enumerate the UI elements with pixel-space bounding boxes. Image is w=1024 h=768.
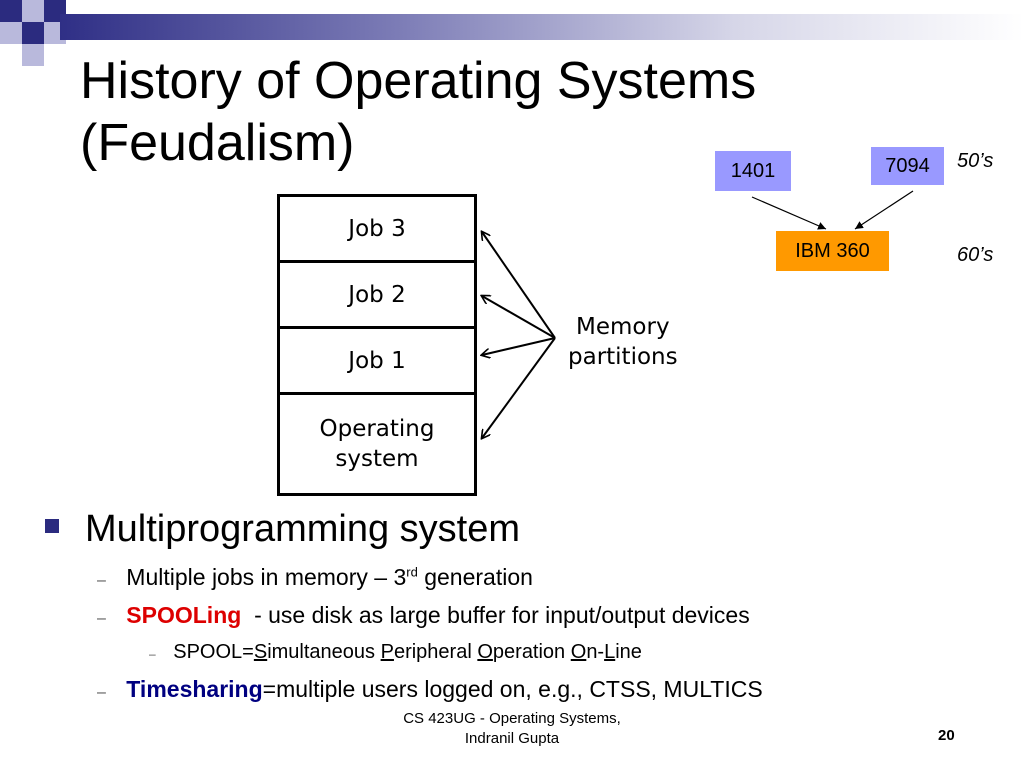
sub3-text: =multiple users logged on, e.g., CTSS, M… <box>262 676 763 702</box>
era-50s: 50’s <box>957 150 994 172</box>
dash-icon: – <box>97 684 106 701</box>
sub1-text: Multiple jobs in memory – 3 <box>126 564 407 590</box>
dash-icon: – <box>97 572 106 589</box>
dash-icon: – <box>149 647 156 661</box>
spool-def-pre: SPOOL= <box>173 641 254 663</box>
spool-word-3: peration <box>492 641 571 663</box>
spooling-term: SPOOLing <box>126 602 242 628</box>
bullet-sub-3: – Timesharing=multiple users logged on, … <box>97 676 763 703</box>
corner-square-4 <box>0 22 22 44</box>
memory-label-line-2: partitions <box>568 344 678 370</box>
memory-label-line-1: Memory <box>576 314 670 340</box>
corner-square-2 <box>22 0 44 22</box>
footer: CS 423UG - Operating Systems, Indranil G… <box>372 709 652 749</box>
underline-o2: O <box>570 641 587 663</box>
footer-line-2: Indranil Gupta <box>464 730 560 747</box>
corner-square-7 <box>22 44 44 66</box>
era-60s: 60’s <box>957 244 994 266</box>
memory-partitions-label: Memory partitions <box>568 312 678 372</box>
square-bullet-icon <box>45 519 59 533</box>
timesharing-term: Timesharing <box>126 676 263 702</box>
partition-operating-system: Operating system <box>280 395 474 493</box>
title-line-1: History of Operating Systems <box>80 52 757 110</box>
arrow-to-os <box>482 337 556 438</box>
box-ibm-360: IBM 360 <box>776 231 889 271</box>
title-line-2: (Feudalism) <box>80 114 355 172</box>
spool-word-1: imultaneous <box>267 641 381 663</box>
sub1-post: generation <box>417 564 533 590</box>
arrow-to-job-2 <box>482 296 556 339</box>
sub2-text: - use disk as large buffer for input/out… <box>241 602 750 628</box>
underline-s: S <box>253 641 268 663</box>
partition-job-2: Job 2 <box>280 263 474 329</box>
underline-o1: O <box>477 641 493 663</box>
box-1401: 1401 <box>715 151 791 191</box>
arrow-7094-to-360 <box>854 190 914 230</box>
corner-square-5 <box>22 22 44 44</box>
sub1-sup: rd <box>406 564 418 580</box>
arrow-to-job-1 <box>482 337 556 355</box>
partition-job-1: Job 1 <box>280 329 474 395</box>
footer-line-1: CS 423UG - Operating Systems, <box>403 710 621 727</box>
bullet-main-text: Multiprogramming system <box>85 508 520 550</box>
arrow-1401-to-360 <box>751 196 827 230</box>
corner-square-1 <box>0 0 22 22</box>
dash-icon: – <box>97 610 106 627</box>
slide-title: History of Operating Systems (Feudalism) <box>80 50 756 174</box>
os-label-line-2: system <box>335 446 419 472</box>
spool-word-5: ine <box>615 641 642 663</box>
memory-diagram: Job 3 Job 2 Job 1 Operating system <box>277 194 477 496</box>
page-number: 20 <box>938 727 955 744</box>
bullet-main: Multiprogramming system <box>45 508 520 551</box>
bullet-sub-1: – Multiple jobs in memory – 3rd generati… <box>97 564 533 591</box>
os-label-line-1: Operating <box>319 416 435 442</box>
arrow-to-job-3 <box>482 232 556 339</box>
underline-p: P <box>380 641 394 663</box>
spool-word-2: eripheral <box>393 641 478 663</box>
partition-job-3: Job 3 <box>280 197 474 263</box>
box-7094: 7094 <box>871 147 944 185</box>
bullet-sub-2a: – SPOOL=Simultaneous Peripheral Operatio… <box>149 641 642 664</box>
bullet-sub-2: – SPOOLing - use disk as large buffer fo… <box>97 602 750 629</box>
spool-word-4: n- <box>586 641 605 663</box>
underline-l: L <box>604 641 616 663</box>
header-gradient-bar <box>60 14 1024 40</box>
